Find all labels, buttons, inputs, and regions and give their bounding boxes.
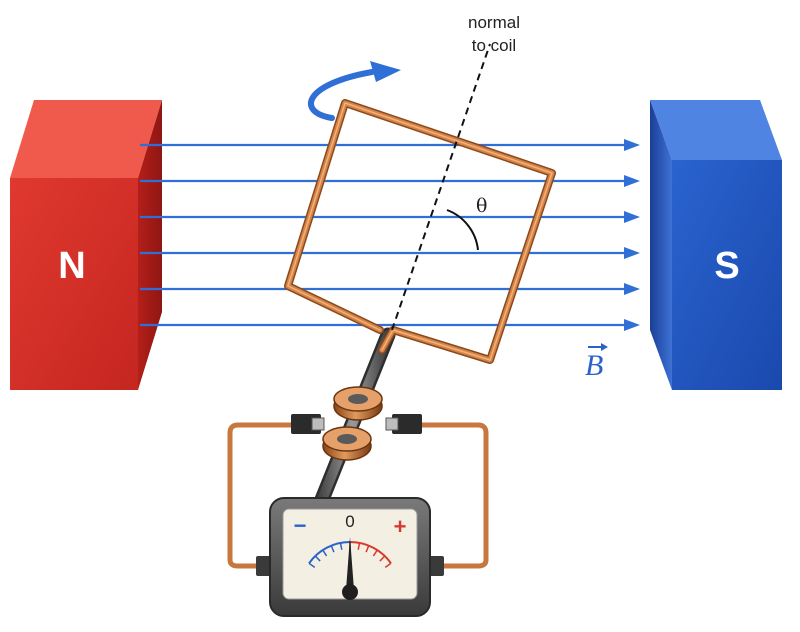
theta-label: θ [476,195,487,217]
south-magnet: S [650,100,782,390]
rotating-coil [284,99,556,364]
rotor-shaft [309,327,396,520]
south-magnet-front [672,160,782,390]
south-pole-label: S [714,245,739,287]
north-magnet: N [10,100,162,390]
field-line-arrowhead [624,175,640,187]
meter-scale-arc [308,541,351,564]
field-line-arrowhead [624,319,640,331]
meter-scale-tick [372,549,378,557]
rotation-arrow-head [370,61,401,82]
field-vector-label: B [585,343,608,382]
vector-arrow-head [601,343,608,351]
coil-normal-line [391,43,491,331]
lower-slip-ring [322,426,372,461]
meter-scale-tick [339,542,343,550]
theta-arc [446,209,479,251]
south-magnet-top [650,100,782,160]
rotation-arrow [308,61,401,121]
meter-pivot [342,584,358,600]
meter-minus-label: − [294,513,307,538]
meter-scale-arc [349,541,392,564]
upper-slip-ring [333,386,383,421]
normal-label-line2: to coil [472,36,516,55]
normal-label-line1: normal [468,13,520,32]
galvanometer: − 0 + [256,497,444,617]
north-magnet-front [10,178,138,390]
north-magnet-side [138,100,162,390]
left-circuit-wire [227,422,303,569]
meter-zero-label: 0 [345,512,354,531]
right-circuit-wire [409,422,489,569]
south-magnet-side [650,100,672,390]
meter-scale-tick [322,549,328,557]
circuit-wires [227,422,489,569]
magnetic-field-lines [140,139,640,331]
meter-left-terminal [256,556,272,576]
north-magnet-top [10,100,162,178]
meter-scale-tick [365,545,370,553]
meter-scale-tick [379,555,386,562]
north-pole-label: N [58,245,85,287]
meter-needle [346,537,354,590]
meter-scale-tick [384,562,392,568]
left-brush [291,414,325,434]
rotation-arrow-arc [308,69,375,121]
normal-label: normal to coil [468,13,520,55]
field-line-arrowhead [624,211,640,223]
meter-scale [308,541,392,568]
meter-plus-label: + [394,514,407,539]
field-line-arrowhead [624,247,640,259]
meter-scale-tick [308,562,316,568]
right-brush [385,414,422,434]
meter-scale-tick [314,555,321,562]
meter-right-terminal [428,556,444,576]
field-vector-letter: B [585,349,603,382]
meter-scale-tick [357,542,361,550]
field-line-arrowhead [624,283,640,295]
meter-scale-tick [330,545,335,553]
field-line-arrowhead [624,139,640,151]
